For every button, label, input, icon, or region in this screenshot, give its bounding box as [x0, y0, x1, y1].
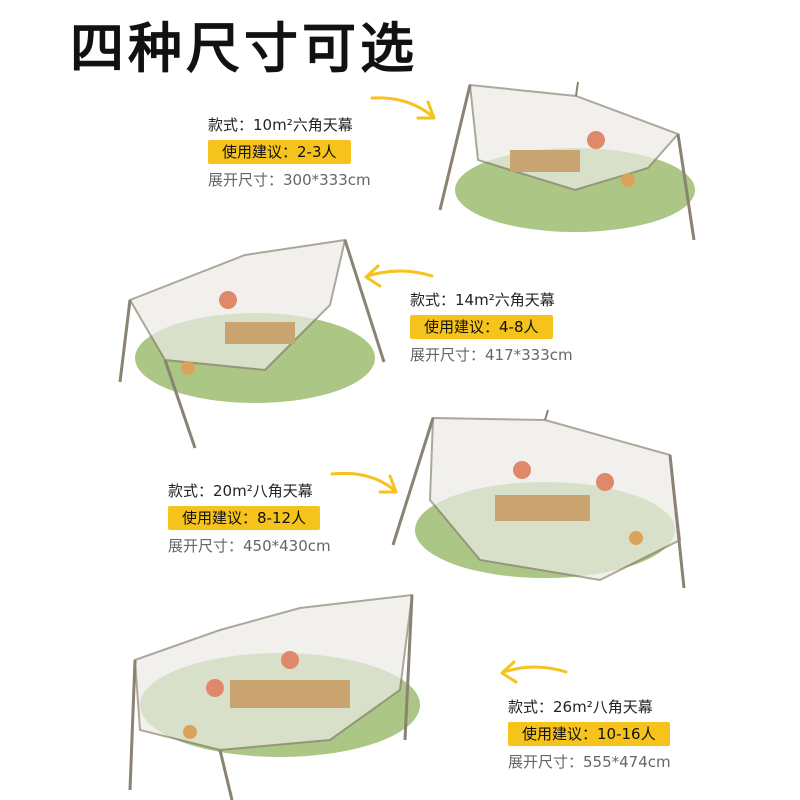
- spec-suggestion-badge: 使用建议：8-12人: [168, 506, 321, 530]
- spec-size: 展开尺寸：450*430cm: [168, 537, 331, 555]
- tarp-illustration-2: [118, 238, 386, 449]
- tarp-illustration-1: [438, 81, 696, 241]
- spec-block-14m2: 款式：14m²六角天幕 使用建议：4-8人 展开尺寸：417*333cm: [410, 289, 710, 366]
- spec-style: 款式：20m²八角天幕: [168, 482, 313, 500]
- spec-style: 款式：10m²六角天幕: [208, 116, 353, 134]
- spec-suggestion-badge: 使用建议：10-16人: [508, 722, 670, 746]
- arrow-icon-4: [500, 660, 568, 684]
- tarp-illustration-4: [128, 593, 420, 800]
- spec-size: 展开尺寸：300*333cm: [208, 171, 371, 189]
- spec-style: 款式：14m²六角天幕: [410, 291, 555, 309]
- spec-block-10m2: 款式：10m²六角天幕 使用建议：2-3人 展开尺寸：300*333cm: [208, 114, 508, 191]
- arrow-icon-3: [330, 471, 398, 494]
- tarp-illustration-3: [391, 409, 686, 589]
- arrow-icon-1: [370, 96, 436, 120]
- spec-suggestion-badge: 使用建议：2-3人: [208, 140, 351, 164]
- spec-size: 展开尺寸：555*474cm: [508, 753, 671, 771]
- spec-size: 展开尺寸：417*333cm: [410, 346, 573, 364]
- page-title: 四种尺寸可选: [70, 17, 418, 80]
- spec-suggestion-badge: 使用建议：4-8人: [410, 315, 553, 339]
- arrow-icon-2: [364, 264, 434, 288]
- spec-block-26m2: 款式：26m²八角天幕 使用建议：10-16人 展开尺寸：555*474cm: [508, 696, 800, 773]
- spec-block-20m2: 款式：20m²八角天幕 使用建议：8-12人 展开尺寸：450*430cm: [168, 480, 468, 557]
- spec-style: 款式：26m²八角天幕: [508, 698, 653, 716]
